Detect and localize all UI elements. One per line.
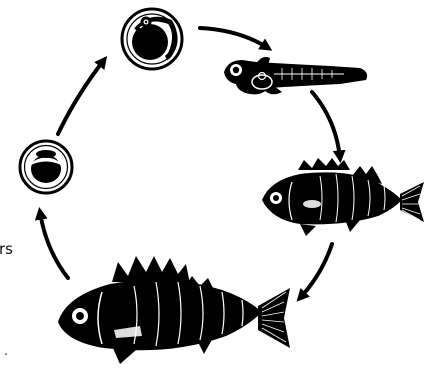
cropped-text-fragment: rs xyxy=(0,240,13,258)
arrow-adult-to-egg xyxy=(34,206,70,280)
stage-early-egg xyxy=(18,139,74,195)
arrow-embryo-to-larva xyxy=(198,26,273,51)
arrow-egg-to-embryo xyxy=(56,55,108,136)
stage-juvenile-perch xyxy=(262,158,424,236)
arrow-juvenile-to-adult xyxy=(296,242,334,302)
cycle-arrows xyxy=(34,26,346,302)
stage-egg-with-embryo xyxy=(120,7,184,71)
cropped-text-fragment-dot: . xyxy=(4,344,8,358)
stage-larva xyxy=(224,56,368,95)
stage-adult-perch xyxy=(58,256,290,364)
arrow-larva-to-juvenile xyxy=(310,90,346,164)
